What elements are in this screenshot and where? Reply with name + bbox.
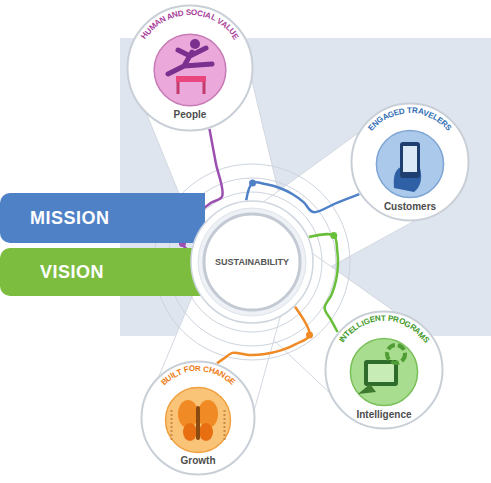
- tab-label: VISION: [40, 262, 104, 283]
- title-letter: O: [188, 365, 195, 374]
- tab-label: MISSION: [30, 208, 110, 229]
- vision-tab: VISION: [0, 248, 200, 296]
- people-circle: HUMAN AND SOCIAL VALUEPeople: [126, 4, 254, 132]
- connector-dot: [249, 180, 256, 187]
- hub-label: SUSTAINABILITY: [215, 256, 289, 268]
- circle-label: People: [174, 109, 207, 121]
- title-letter: S: [186, 9, 192, 17]
- icon: [168, 39, 212, 94]
- title-letter: D: [177, 9, 184, 18]
- growth-circle: BUILT FOR CHANGEGrowth: [140, 360, 256, 476]
- connector-group: [309, 232, 338, 332]
- title-letter: T: [381, 315, 386, 323]
- connector-arc: [309, 234, 338, 332]
- title-letter: T: [176, 368, 184, 377]
- title-letter: N: [374, 315, 381, 324]
- circle-label: Intelligence: [356, 409, 411, 421]
- connector-dot: [306, 332, 313, 339]
- circle-label: Customers: [384, 201, 436, 213]
- circle-label: Growth: [181, 455, 216, 467]
- title-letter: T: [407, 107, 412, 115]
- intelligence-circle: INTELLIGENT PROGRAMSIntelligence: [324, 310, 444, 430]
- title-letter: D: [399, 107, 406, 116]
- title-letter: R: [195, 365, 201, 373]
- sustainability-hub: SUSTAINABILITY: [190, 200, 314, 324]
- title-letter: [405, 107, 408, 115]
- mission-tab: MISSION: [0, 193, 205, 243]
- connector-dot: [330, 232, 337, 239]
- customers-circle: ENGAGED TRAVELERSCustomers: [350, 102, 470, 222]
- icon: [358, 345, 405, 394]
- icon: [394, 142, 421, 192]
- icon: [172, 400, 225, 441]
